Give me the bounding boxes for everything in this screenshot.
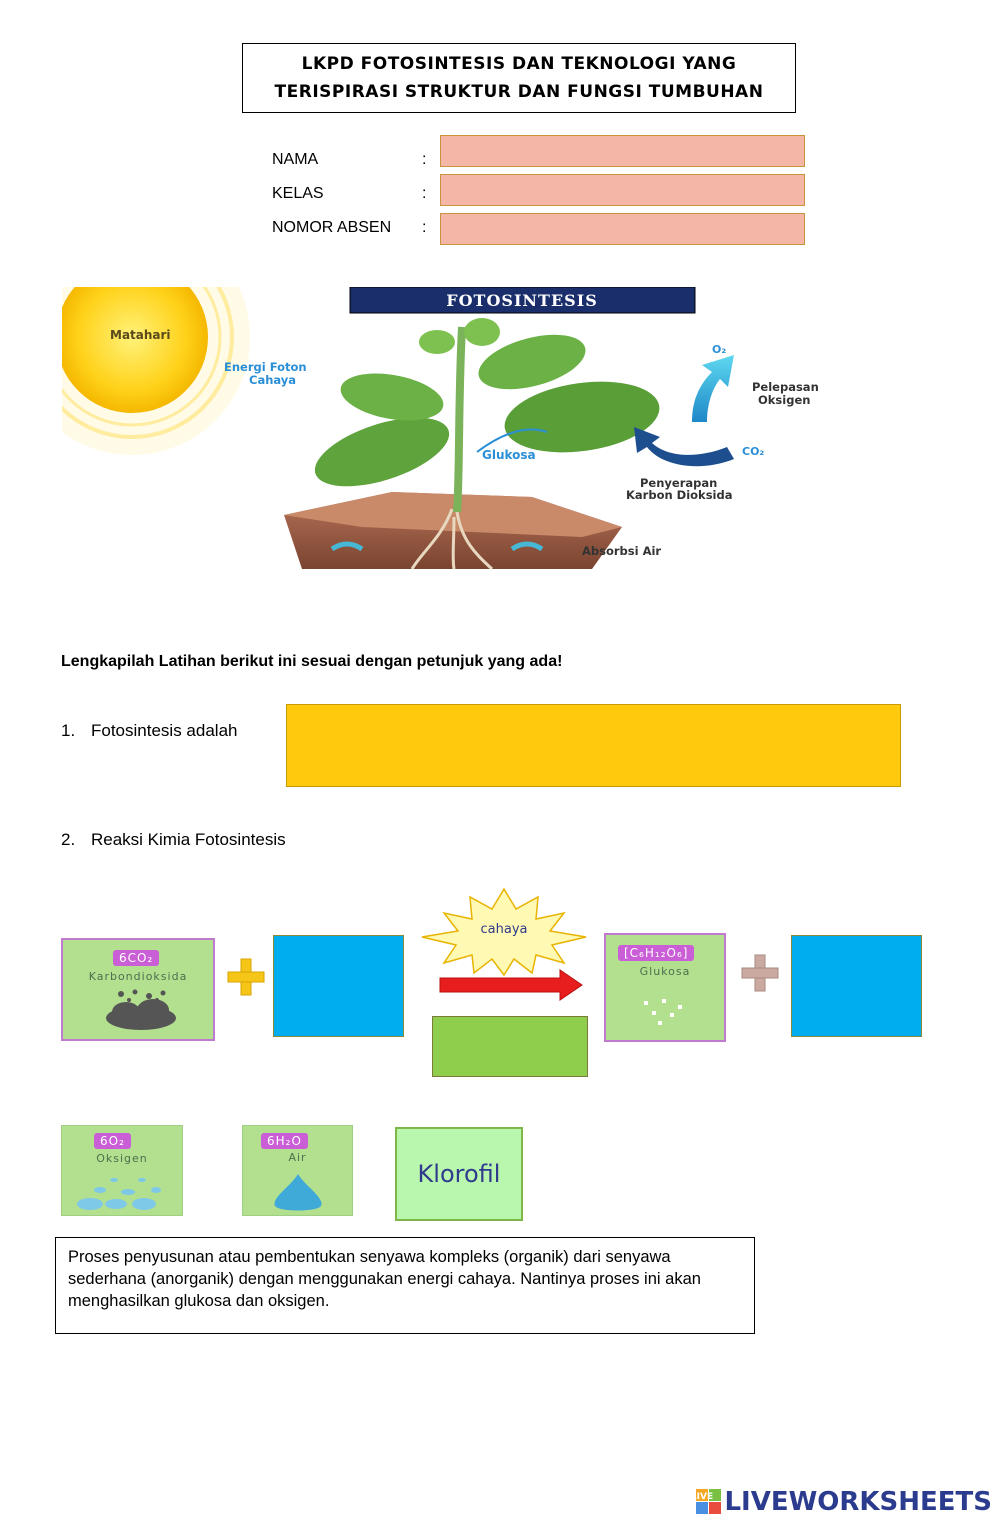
name-input[interactable] xyxy=(440,135,805,167)
oxygen-name: Oksigen xyxy=(96,1152,148,1165)
glucose-arrow-icon xyxy=(476,428,548,453)
glucose-card: [C₆H₁₂O₆] Glukosa xyxy=(604,933,726,1042)
product-dropzone[interactable] xyxy=(791,935,922,1037)
co2-arrow-icon xyxy=(634,427,734,467)
oxygen-label: O₂ xyxy=(712,343,726,356)
soil-icon xyxy=(284,492,622,569)
co2-absorb-label-2: Karbon Dioksida xyxy=(626,488,732,502)
oxygen-card[interactable]: 6O₂ Oksigen xyxy=(61,1125,183,1216)
co2-name: Karbondioksida xyxy=(88,970,188,983)
sun-label: Matahari xyxy=(110,328,171,342)
smoke-icon xyxy=(106,989,176,1030)
plus-icon xyxy=(227,958,265,996)
title-line-2: TERISPIRASI STRUKTUR DAN FUNGSI TUMBUHAN xyxy=(274,82,764,102)
plus-icon-2 xyxy=(741,954,779,992)
definition-text: Proses penyusunan atau pembentukan senya… xyxy=(68,1248,701,1310)
photon-energy-label-2: Cahaya xyxy=(249,373,296,387)
co2-absorb-label-1: Penyerapan xyxy=(640,476,717,490)
bubbles-icon xyxy=(77,1178,161,1210)
logo-block-letters: LIVE xyxy=(696,1492,713,1502)
co2-card: 6CO₂ Karbondioksida xyxy=(61,938,215,1041)
water-absorption-label: Absorbsi Air xyxy=(582,544,661,558)
glucose-name: Glukosa xyxy=(639,965,691,978)
water-formula: 6H₂O xyxy=(261,1133,308,1149)
light-label: cahaya xyxy=(481,922,528,937)
class-colon: : xyxy=(422,185,427,202)
glucose-formula: [C₆H₁₂O₆] xyxy=(618,945,695,961)
oxygen-release-label-2: Oksigen xyxy=(758,393,810,407)
attendance-number-input[interactable] xyxy=(440,213,805,245)
co2-label: CO₂ xyxy=(742,445,764,458)
name-colon: : xyxy=(422,151,427,168)
co2-formula: 6CO₂ xyxy=(113,950,160,966)
water-card[interactable]: 6H₂O Air xyxy=(242,1125,353,1216)
question-1-text: Fotosintesis adalah xyxy=(91,721,238,740)
name-label: NAMA xyxy=(272,151,319,168)
liveworksheets-logo: LIVE LIVEWORKSHEETS xyxy=(696,1487,992,1517)
sugar-crystals-icon xyxy=(644,999,682,1025)
photosynthesis-illustration: Matahari Energi Foton Cahaya FOTOSINTESI… xyxy=(62,287,819,569)
water-drop-icon xyxy=(274,1174,322,1211)
attendance-number-label: NOMOR ABSEN xyxy=(272,219,392,236)
question-2-text: Reaksi Kimia Fotosintesis xyxy=(91,830,286,849)
definition-card[interactable]: Proses penyusunan atau pembentukan senya… xyxy=(55,1237,755,1334)
chlorophyll-label: Klorofil xyxy=(417,1160,501,1188)
reaction-arrow-icon xyxy=(439,969,583,1001)
instruction-text: Lengkapilah Latihan berikut ini sesuai d… xyxy=(61,653,563,670)
oxygen-formula: 6O₂ xyxy=(94,1133,131,1149)
attendance-number-colon: : xyxy=(422,219,427,236)
oxygen-release-label-1: Pelepasan xyxy=(752,380,819,394)
oxygen-arrow-icon xyxy=(692,355,734,422)
question-1-answer-dropzone[interactable] xyxy=(286,704,901,787)
catalyst-dropzone[interactable] xyxy=(432,1016,588,1077)
water-name: Air xyxy=(288,1151,307,1164)
title-line-1: LKPD FOTOSINTESIS DAN TEKNOLOGI YANG xyxy=(301,54,737,74)
glucose-label: Glukosa xyxy=(482,448,536,462)
plant-icon xyxy=(314,318,660,513)
chlorophyll-card[interactable]: Klorofil xyxy=(395,1127,523,1221)
worksheet-title: LKPD FOTOSINTESIS DAN TEKNOLOGI YANG TER… xyxy=(242,43,796,113)
class-label: KELAS xyxy=(272,185,324,202)
logo-blocks-icon: LIVE xyxy=(696,1489,722,1514)
class-input[interactable] xyxy=(440,174,805,206)
brand-name: LIVEWORKSHEETS xyxy=(724,1487,992,1517)
sun-icon xyxy=(62,287,250,455)
diagram-banner-text: FOTOSINTESIS xyxy=(446,291,598,310)
diagram-banner xyxy=(349,287,696,314)
light-burst-icon: cahaya xyxy=(421,887,587,977)
photosynthesis-diagram: Matahari Energi Foton Cahaya FOTOSINTESI… xyxy=(62,287,928,569)
reactant-dropzone[interactable] xyxy=(273,935,404,1037)
question-1-number: 1. xyxy=(61,721,76,740)
photon-energy-label-1: Energi Foton xyxy=(224,360,307,374)
question-2-number: 2. xyxy=(61,830,76,849)
